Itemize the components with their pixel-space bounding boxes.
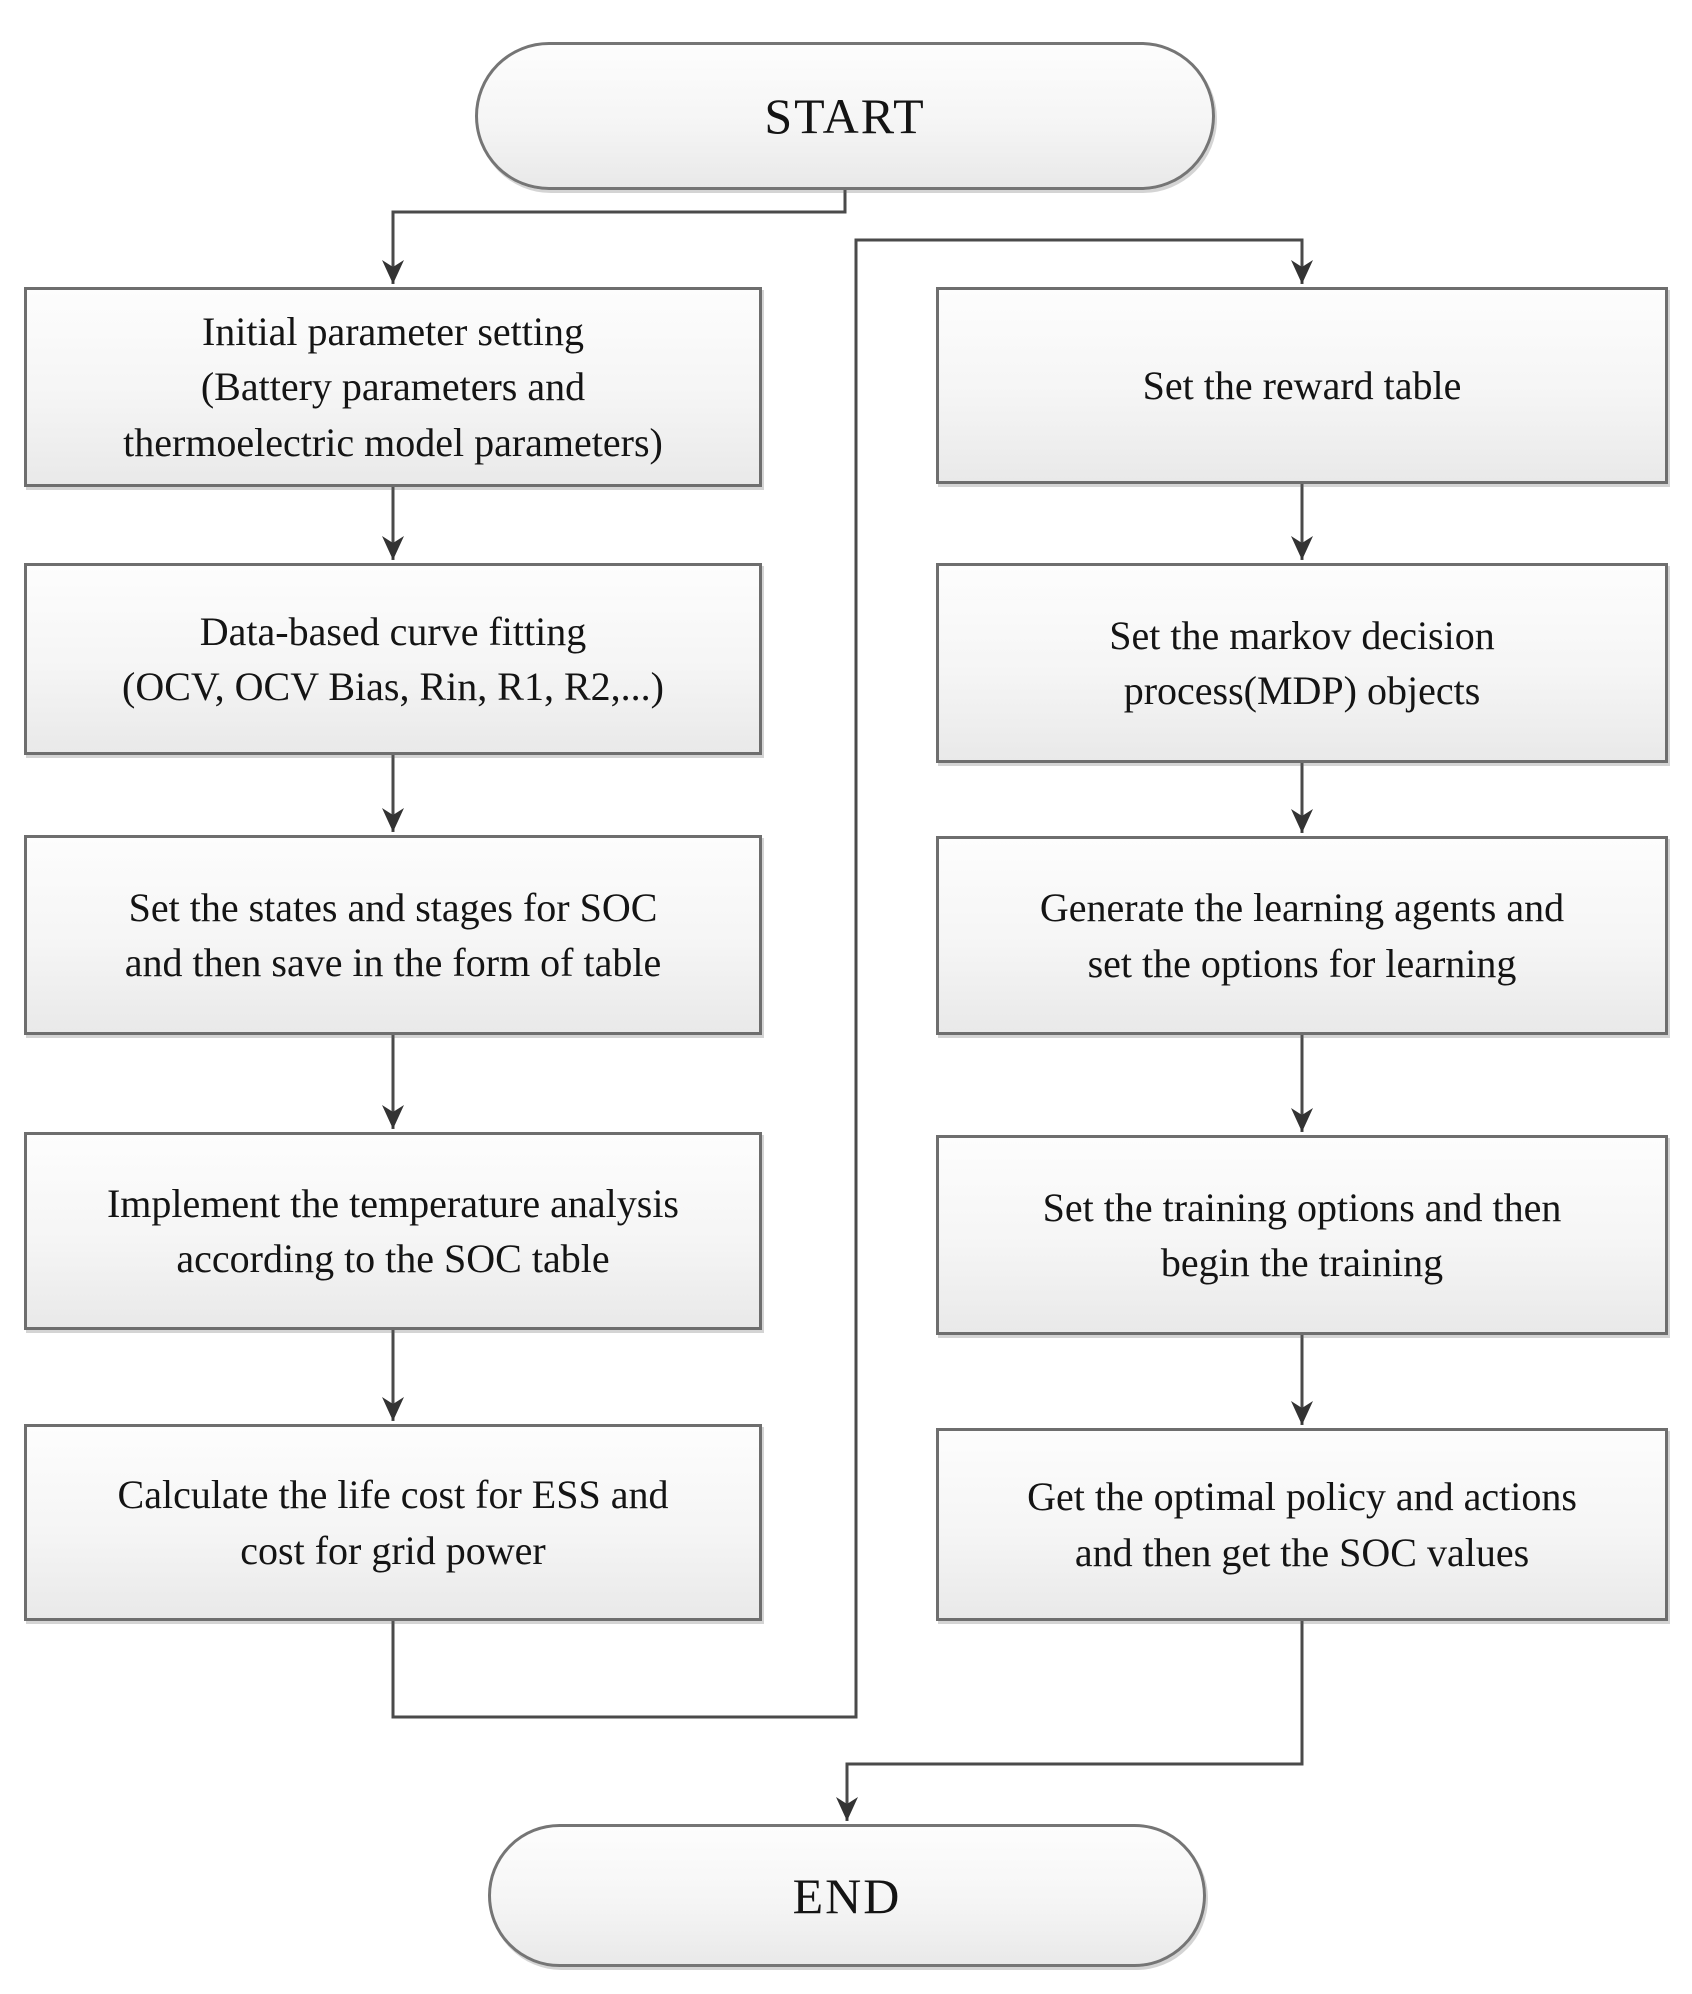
step-set-reward-table: Set the reward table <box>936 287 1668 484</box>
step-set-mdp-objects: Set the markov decision process(MDP) obj… <box>936 563 1668 763</box>
step-text-line: Implement the temperature analysis <box>106 1180 679 1226</box>
step-get-optimal-policy: Get the optimal policy and actions and t… <box>936 1428 1668 1621</box>
connector-policy-to-end <box>836 1621 1304 1821</box>
step-text-line: process(MDP) objects <box>1123 668 1481 713</box>
step-data-based-curve-fitting: Data-based curve fitting (OCV, OCV Bias,… <box>24 563 762 755</box>
connector-start-to-initial-parameter-setting <box>382 190 847 284</box>
connector-life-cost-to-reward-table <box>391 238 1313 1719</box>
step-text-line: Set the states and stages for SOC <box>128 884 658 930</box>
step-implement-temperature-analysis: Implement the temperature analysis accor… <box>24 1132 762 1330</box>
step-text-line: Get the optimal policy and actions <box>1027 1474 1577 1520</box>
step-text-line: Set the training options and then <box>1042 1184 1562 1230</box>
step-set-training-options: Set the training options and then begin … <box>936 1135 1668 1335</box>
step-text-line: thermoelectric model parameters) <box>123 419 663 465</box>
step-text-line: cost for grid power <box>240 1527 546 1573</box>
step-text-line: according to the SOC table <box>176 1236 610 1281</box>
step-text-line: and then get the SOC values <box>1074 1529 1530 1575</box>
step-text-line: Initial parameter setting <box>201 309 585 355</box>
step-text-line: (Battery parameters and <box>200 364 586 410</box>
step-text-line: begin the training <box>1160 1240 1444 1285</box>
start-label: START <box>764 88 926 144</box>
step-text-line: Data-based curve fitting <box>199 608 587 654</box>
end-terminator: END <box>488 1824 1206 1967</box>
step-text-line: Set the markov decision <box>1109 612 1495 658</box>
step-initial-parameter-setting: Initial parameter setting (Battery param… <box>24 287 762 487</box>
start-terminator: START <box>475 42 1215 190</box>
step-text-line: Set the reward table <box>1142 362 1462 408</box>
step-text-line: set the options for learning <box>1087 940 1517 986</box>
step-text-line: (OCV, OCV Bias, Rin, R1, R2,...) <box>122 664 664 709</box>
step-text-line: Calculate the life cost for ESS and <box>117 1472 669 1518</box>
step-text-line: and then save in the form of table <box>124 940 662 985</box>
step-text-line: Generate the learning agents and <box>1039 885 1565 931</box>
step-set-states-stages-soc: Set the states and stages for SOC and th… <box>24 835 762 1035</box>
step-calculate-life-cost: Calculate the life cost for ESS and cost… <box>24 1424 762 1621</box>
step-generate-learning-agents: Generate the learning agents and set the… <box>936 836 1668 1035</box>
end-label: END <box>792 1867 902 1924</box>
